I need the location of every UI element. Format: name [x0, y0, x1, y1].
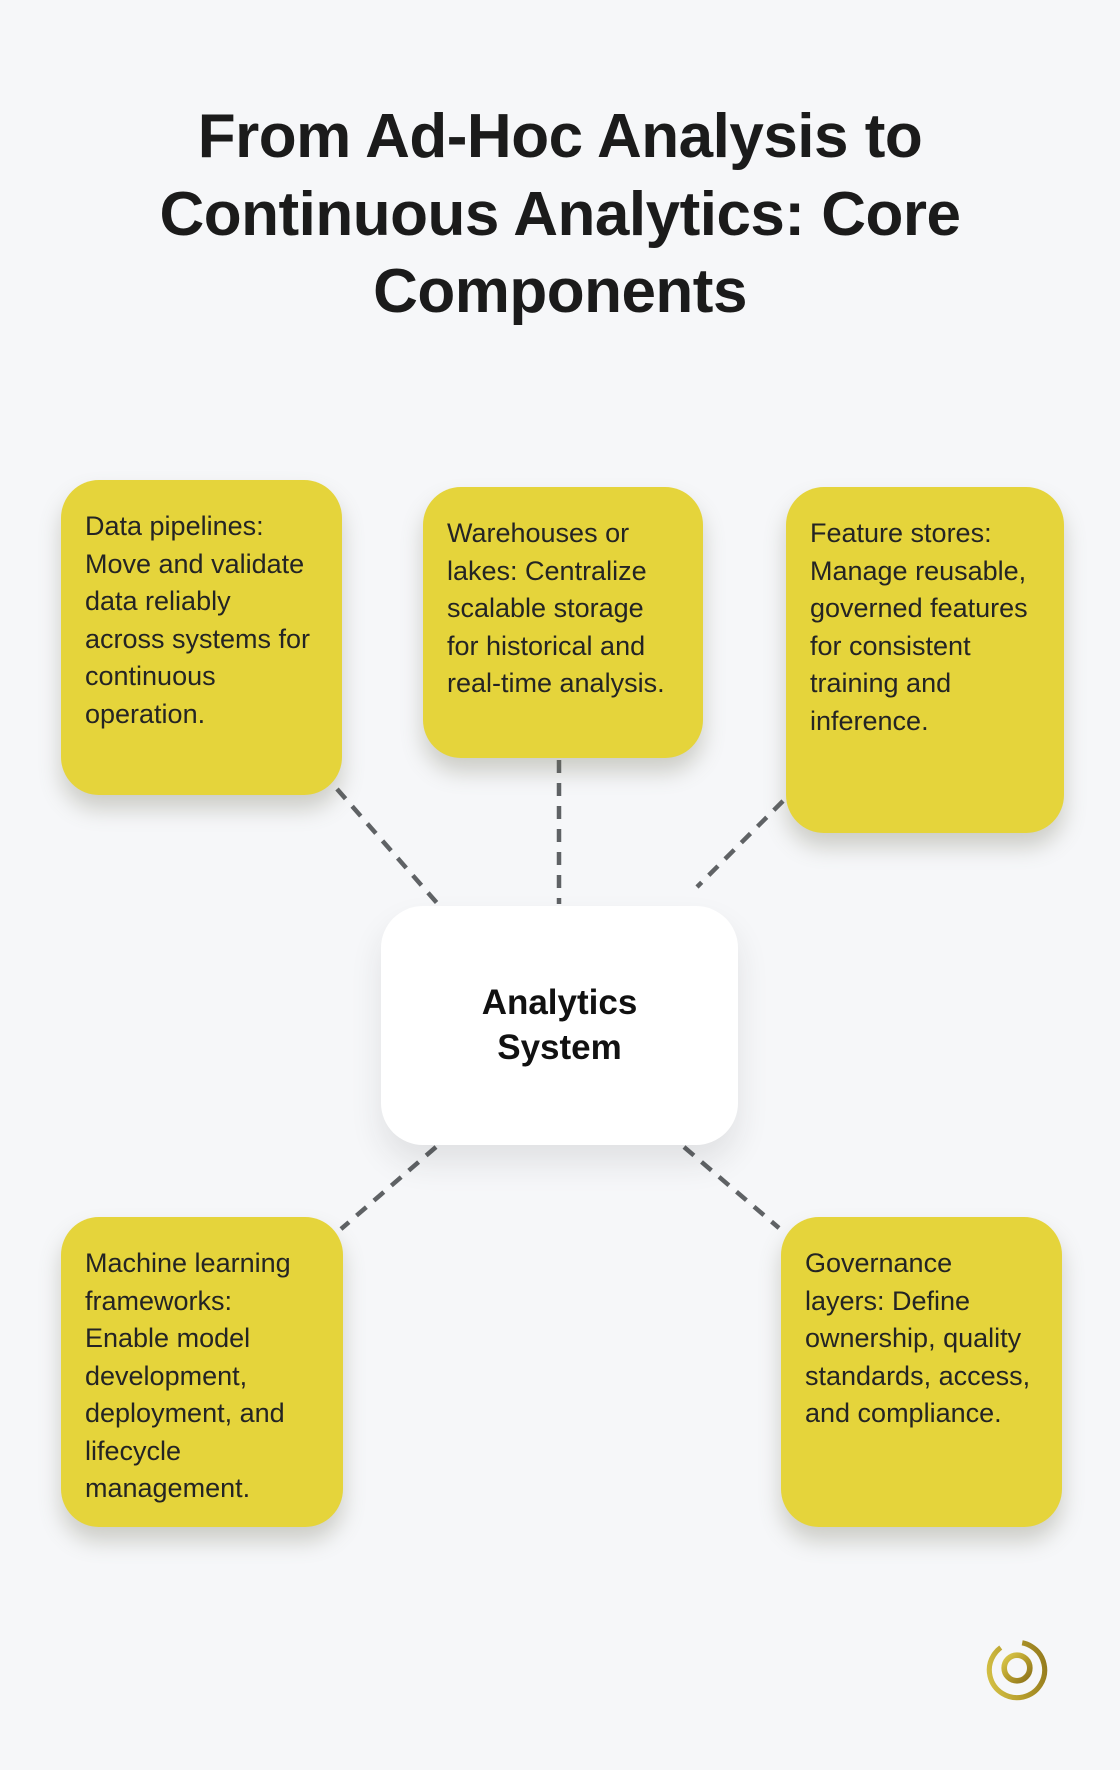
component-card-data-pipelines: Data pipelines: Move and validate data r… [61, 480, 342, 795]
component-card-feature-stores: Feature stores: Manage reusable, governe… [786, 487, 1064, 833]
center-node-label-line2: System [497, 1027, 622, 1067]
page-title: From Ad-Hoc Analysis to Continuous Analy… [159, 102, 961, 326]
connector-governance-layers [682, 1145, 781, 1230]
component-text-governance-layers: Governance layers: Define ownership, qua… [805, 1248, 1031, 1429]
connector-ml-frameworks [339, 1145, 438, 1231]
component-text-warehouses-lakes: Warehouses or lakes: Centralize scalable… [447, 518, 665, 699]
page-title-block: From Ad-Hoc Analysis to Continuous Analy… [0, 98, 1120, 331]
connector-feature-stores [695, 799, 785, 889]
component-card-warehouses-lakes: Warehouses or lakes: Centralize scalable… [423, 487, 703, 758]
center-node-label-line1: Analytics [481, 982, 638, 1022]
brand-logo-q-icon [986, 1639, 1048, 1701]
component-text-ml-frameworks: Machine learning frameworks: Enable mode… [85, 1248, 291, 1504]
component-card-governance-layers: Governance layers: Define ownership, qua… [781, 1217, 1062, 1527]
component-text-feature-stores: Feature stores: Manage reusable, governe… [810, 518, 1028, 736]
connector-data-pipelines [335, 787, 439, 905]
center-node-analytics-system: Analytics System [381, 906, 738, 1145]
component-text-data-pipelines: Data pipelines: Move and validate data r… [85, 511, 311, 729]
component-card-ml-frameworks: Machine learning frameworks: Enable mode… [61, 1217, 343, 1527]
